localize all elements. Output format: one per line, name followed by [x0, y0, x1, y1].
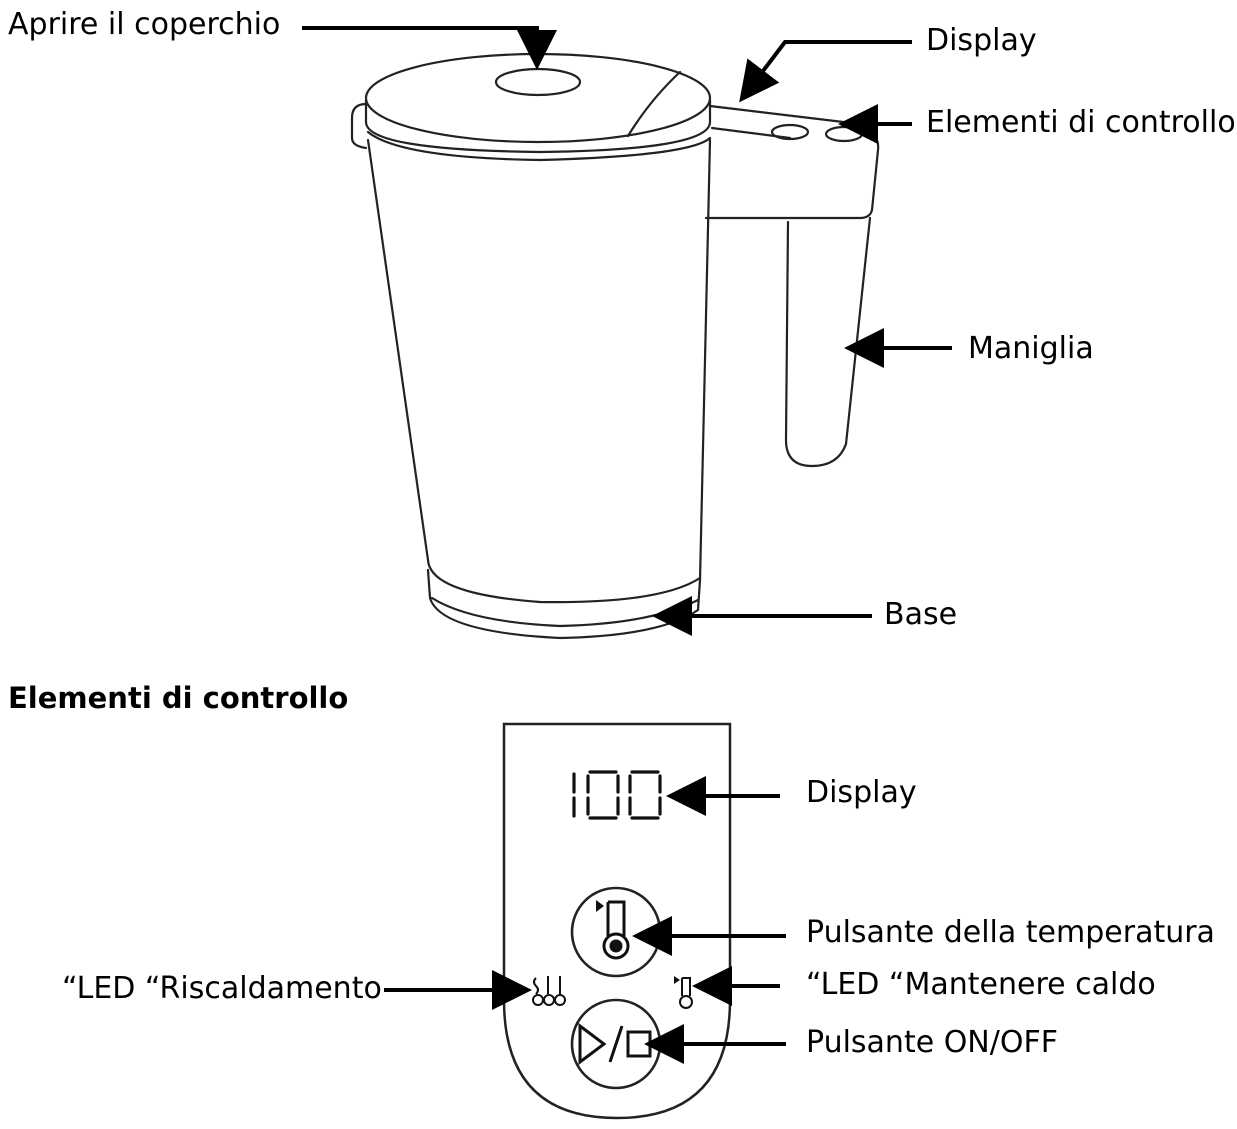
- kettle-body-left: [366, 138, 430, 562]
- thermometer-stem: [608, 900, 626, 936]
- steam-icon: [532, 976, 566, 1006]
- label-controls-top: Elementi di controllo: [926, 105, 1236, 140]
- label-display-top: Display: [926, 23, 1037, 58]
- kettle-body-right: [698, 138, 712, 582]
- kettle-lid: [364, 52, 712, 144]
- lid-seam: [626, 70, 682, 138]
- label-display-panel: Display: [806, 775, 917, 810]
- keep-warm-thermometer-icon: [674, 976, 693, 1009]
- kettle-lid-rim-lower: [366, 130, 712, 162]
- arrow-display-top: [739, 40, 912, 103]
- thermometer-icon: [596, 900, 630, 960]
- steam-wave-1: [533, 977, 539, 995]
- top-button-left: [770, 123, 810, 141]
- panel-display-value: 100: [560, 770, 666, 822]
- kettle-base: [426, 568, 702, 640]
- top-button-right: [824, 125, 864, 143]
- play-triangle: [578, 1023, 607, 1065]
- keepwarm-bulb: [679, 995, 693, 1009]
- label-keep-warm-led: “LED “Mantenere caldo: [806, 967, 1156, 1002]
- label-handle: Maniglia: [968, 331, 1094, 366]
- steam-bubble-2: [543, 994, 555, 1006]
- label-lid-open: Aprire il coperchio: [8, 7, 281, 42]
- keepwarm-stem: [682, 977, 691, 996]
- onoff-button[interactable]: [570, 998, 662, 1090]
- kettle-lid-rim: [364, 98, 712, 154]
- panel-display-digits: [572, 770, 662, 820]
- kettle-body-bottom: [426, 558, 702, 604]
- temperature-button[interactable]: [570, 886, 662, 978]
- panel-arrows: [384, 776, 786, 1064]
- thermometer-bulb: [602, 932, 630, 960]
- label-temp-button: Pulsante della temperatura: [806, 915, 1215, 950]
- play-stop-slash: [608, 1025, 624, 1063]
- lid-opening: [494, 67, 582, 97]
- thermometer-pointer: [596, 900, 604, 912]
- kettle-body: [350, 52, 880, 640]
- kettle-hinge: [350, 102, 368, 150]
- play-stop-icon: [578, 1023, 652, 1065]
- label-heating-led: “LED “Riscaldamento: [62, 971, 382, 1006]
- stop-square: [626, 1030, 652, 1058]
- kettle-handle-grip: [784, 216, 872, 468]
- section-title-controls: Elementi di controllo: [8, 681, 349, 715]
- label-base: Base: [884, 597, 958, 632]
- arrow-lid-open: [302, 26, 557, 70]
- keepwarm-pointer: [674, 976, 680, 984]
- thermometer-bulb-fill: [609, 939, 623, 953]
- label-onoff-button: Pulsante ON/OFF: [806, 1025, 1058, 1060]
- top-arrows: [302, 26, 952, 636]
- steam-bubble-1: [532, 994, 544, 1006]
- steam-bubble-3: [554, 994, 566, 1006]
